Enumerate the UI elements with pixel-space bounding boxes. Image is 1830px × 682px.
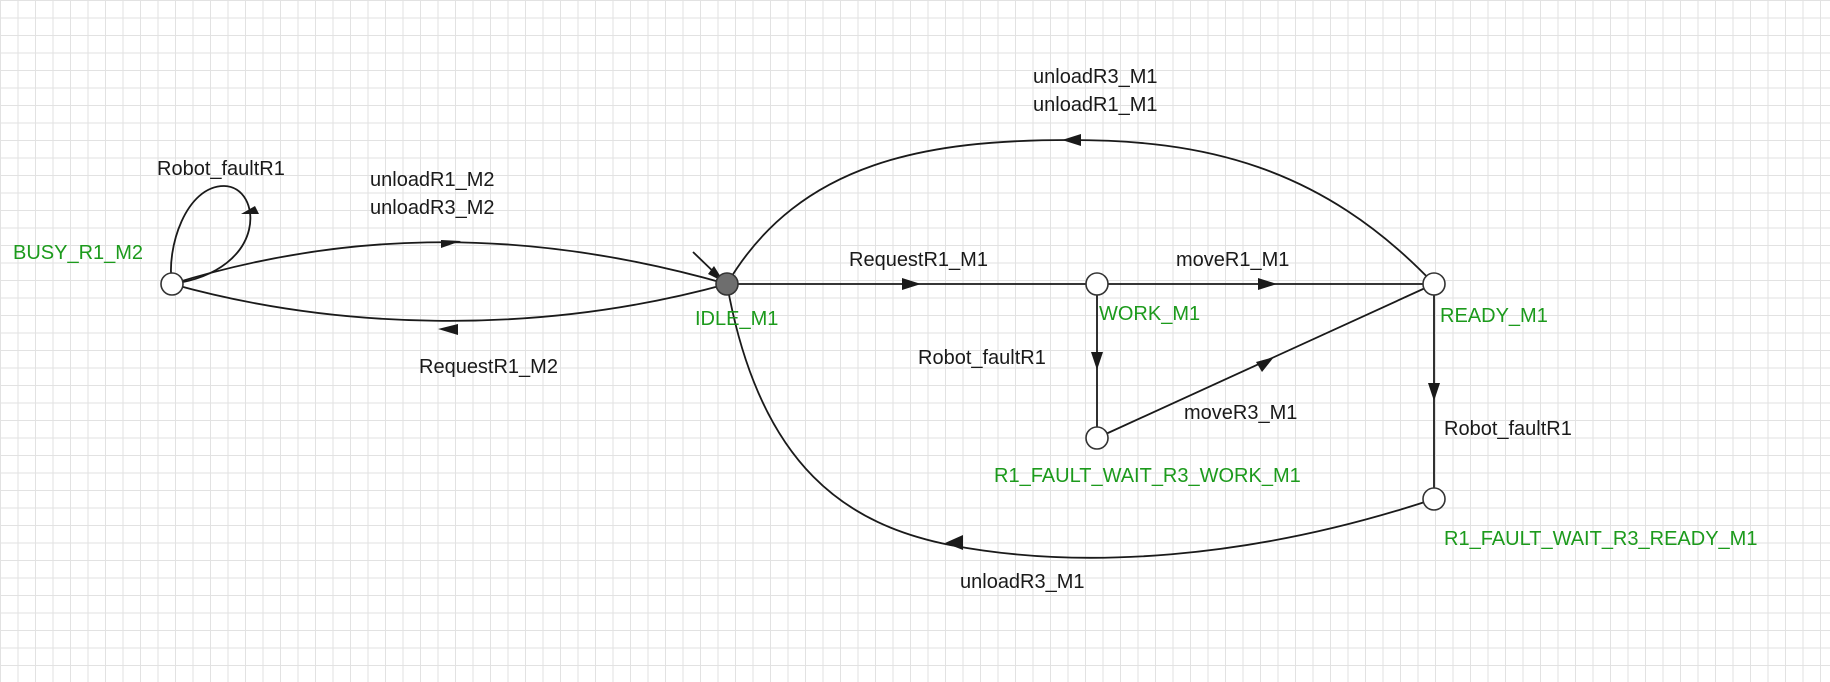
arrowhead-work-to-fault-work [1091,352,1103,370]
state-r1-fault-wait-r3-work-m1[interactable] [1085,426,1109,450]
edge-busy-self-loop[interactable] [170,185,252,285]
arrowhead-idle-to-busy [438,324,458,335]
edge-label-unloadr1-m2: unloadR1_M2 [370,169,495,191]
edge-fault-ready-to-idle[interactable] [726,283,1435,559]
arrowhead-fault-work-to-ready [1256,357,1274,372]
arrowhead-ready-to-fault-ready [1428,383,1440,401]
state-label-work-m1: WORK_M1 [1099,303,1200,325]
edge-busy-to-idle[interactable] [171,241,728,285]
edge-label-unloadr3-m1-bottom: unloadR3_M1 [960,571,1085,593]
state-idle-m1[interactable] [715,272,739,296]
arrowhead-busy-self-loop [241,206,259,214]
state-label-busy-r1-m2: BUSY_R1_M2 [13,242,143,264]
state-label-ready-m1: READY_M1 [1440,305,1548,327]
arrowhead-idle-to-work [902,278,921,290]
state-label-r1-fault-wait-r3-ready-m1: R1_FAULT_WAIT_R3_READY_M1 [1444,528,1757,550]
arrowhead-work-to-ready [1258,278,1277,290]
arrowhead-ready-to-idle [1062,134,1081,146]
arrowhead-busy-to-idle [441,240,461,248]
edge-ready-to-idle[interactable] [726,139,1435,285]
state-r1-fault-wait-r3-ready-m1[interactable] [1422,487,1446,511]
state-label-r1-fault-wait-r3-work-m1: R1_FAULT_WAIT_R3_WORK_M1 [994,465,1301,487]
edge-label-unloadr1-m1: unloadR1_M1 [1033,94,1158,116]
edge-label-unloadr3-m2: unloadR3_M2 [370,197,495,219]
edge-label-mover1-m1: moveR1_M1 [1176,249,1289,271]
edge-label-requestr1-m1: RequestR1_M1 [849,249,988,271]
state-work-m1[interactable] [1085,272,1109,296]
arrowhead-fault-ready-to-idle [945,535,963,550]
edge-label-unloadr3-m1-top: unloadR3_M1 [1033,66,1158,88]
state-label-idle-m1: IDLE_M1 [695,308,778,330]
edge-label-mover3-m1: moveR3_M1 [1184,402,1297,424]
edge-label-robot-faultr1-busy: Robot_faultR1 [157,158,285,180]
edge-label-requestr1-m2: RequestR1_M2 [419,356,558,378]
edge-idle-to-busy[interactable] [171,283,728,322]
state-busy-r1-m2[interactable] [160,272,184,296]
edge-label-robot-faultr1-work: Robot_faultR1 [918,347,1046,369]
edge-label-robot-faultr1-ready: Robot_faultR1 [1444,418,1572,440]
state-ready-m1[interactable] [1422,272,1446,296]
